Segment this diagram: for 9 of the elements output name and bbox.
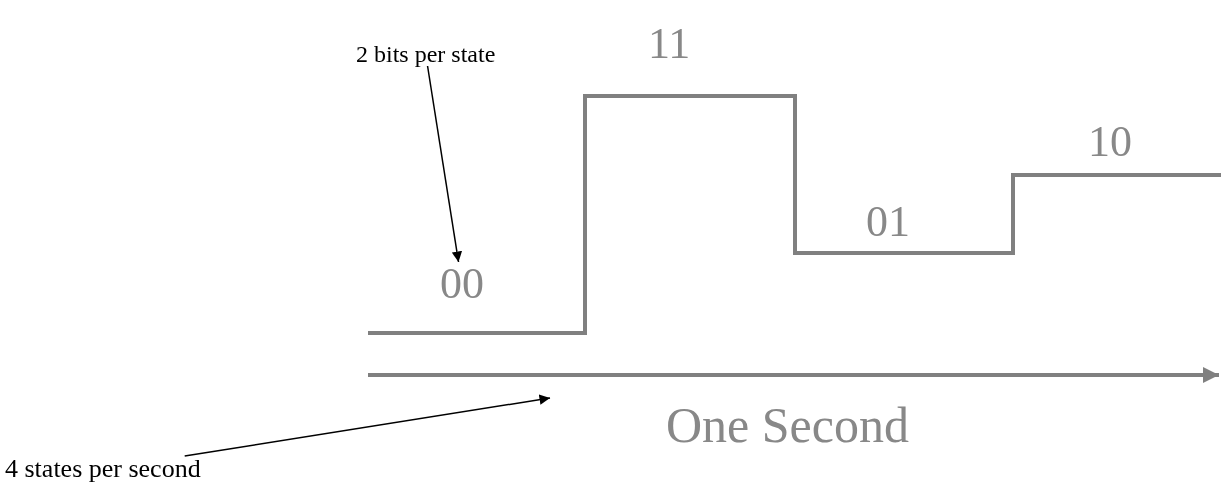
state-label: 11 [648, 22, 691, 66]
axis-label: One Second [666, 400, 909, 450]
state-label: 01 [866, 200, 910, 244]
annotation-text: 4 states per second [5, 456, 201, 482]
annotation-text: 2 bits per state [356, 42, 496, 66]
leader-line [426, 65, 463, 263]
state-label: 10 [1088, 120, 1132, 164]
leader-line [183, 394, 551, 457]
state-label: 00 [440, 262, 484, 306]
